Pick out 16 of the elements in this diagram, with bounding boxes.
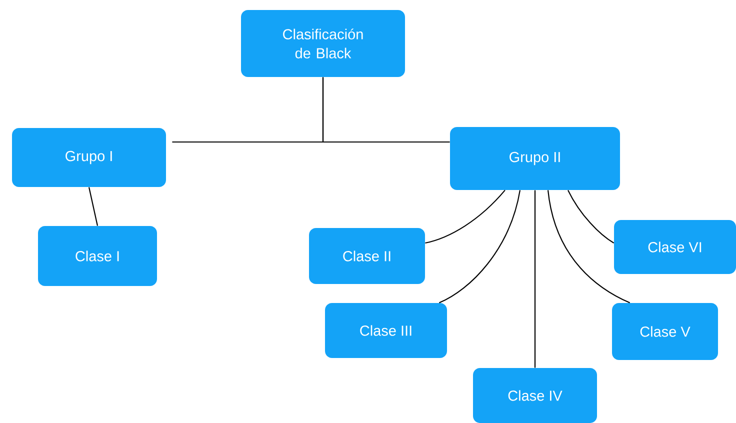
connector-line	[88, 187, 98, 226]
connector-line	[425, 190, 506, 244]
process-box: Clase V	[612, 303, 718, 360]
process-box: Clase III	[325, 303, 447, 358]
process-box: Clase IV	[473, 368, 597, 423]
process-box: Grupo II	[450, 127, 620, 190]
process-box: Grupo I	[12, 128, 166, 187]
process-box: Clase II	[309, 228, 425, 284]
connector-line	[438, 190, 521, 304]
connector-line	[547, 190, 630, 304]
connector-line	[534, 190, 536, 368]
process-box: Clasificación de Black	[241, 10, 405, 77]
process-box: Clase I	[38, 226, 157, 286]
connector-line	[568, 190, 614, 244]
process-box: Clase VI	[614, 220, 736, 274]
connector-line	[322, 77, 450, 143]
